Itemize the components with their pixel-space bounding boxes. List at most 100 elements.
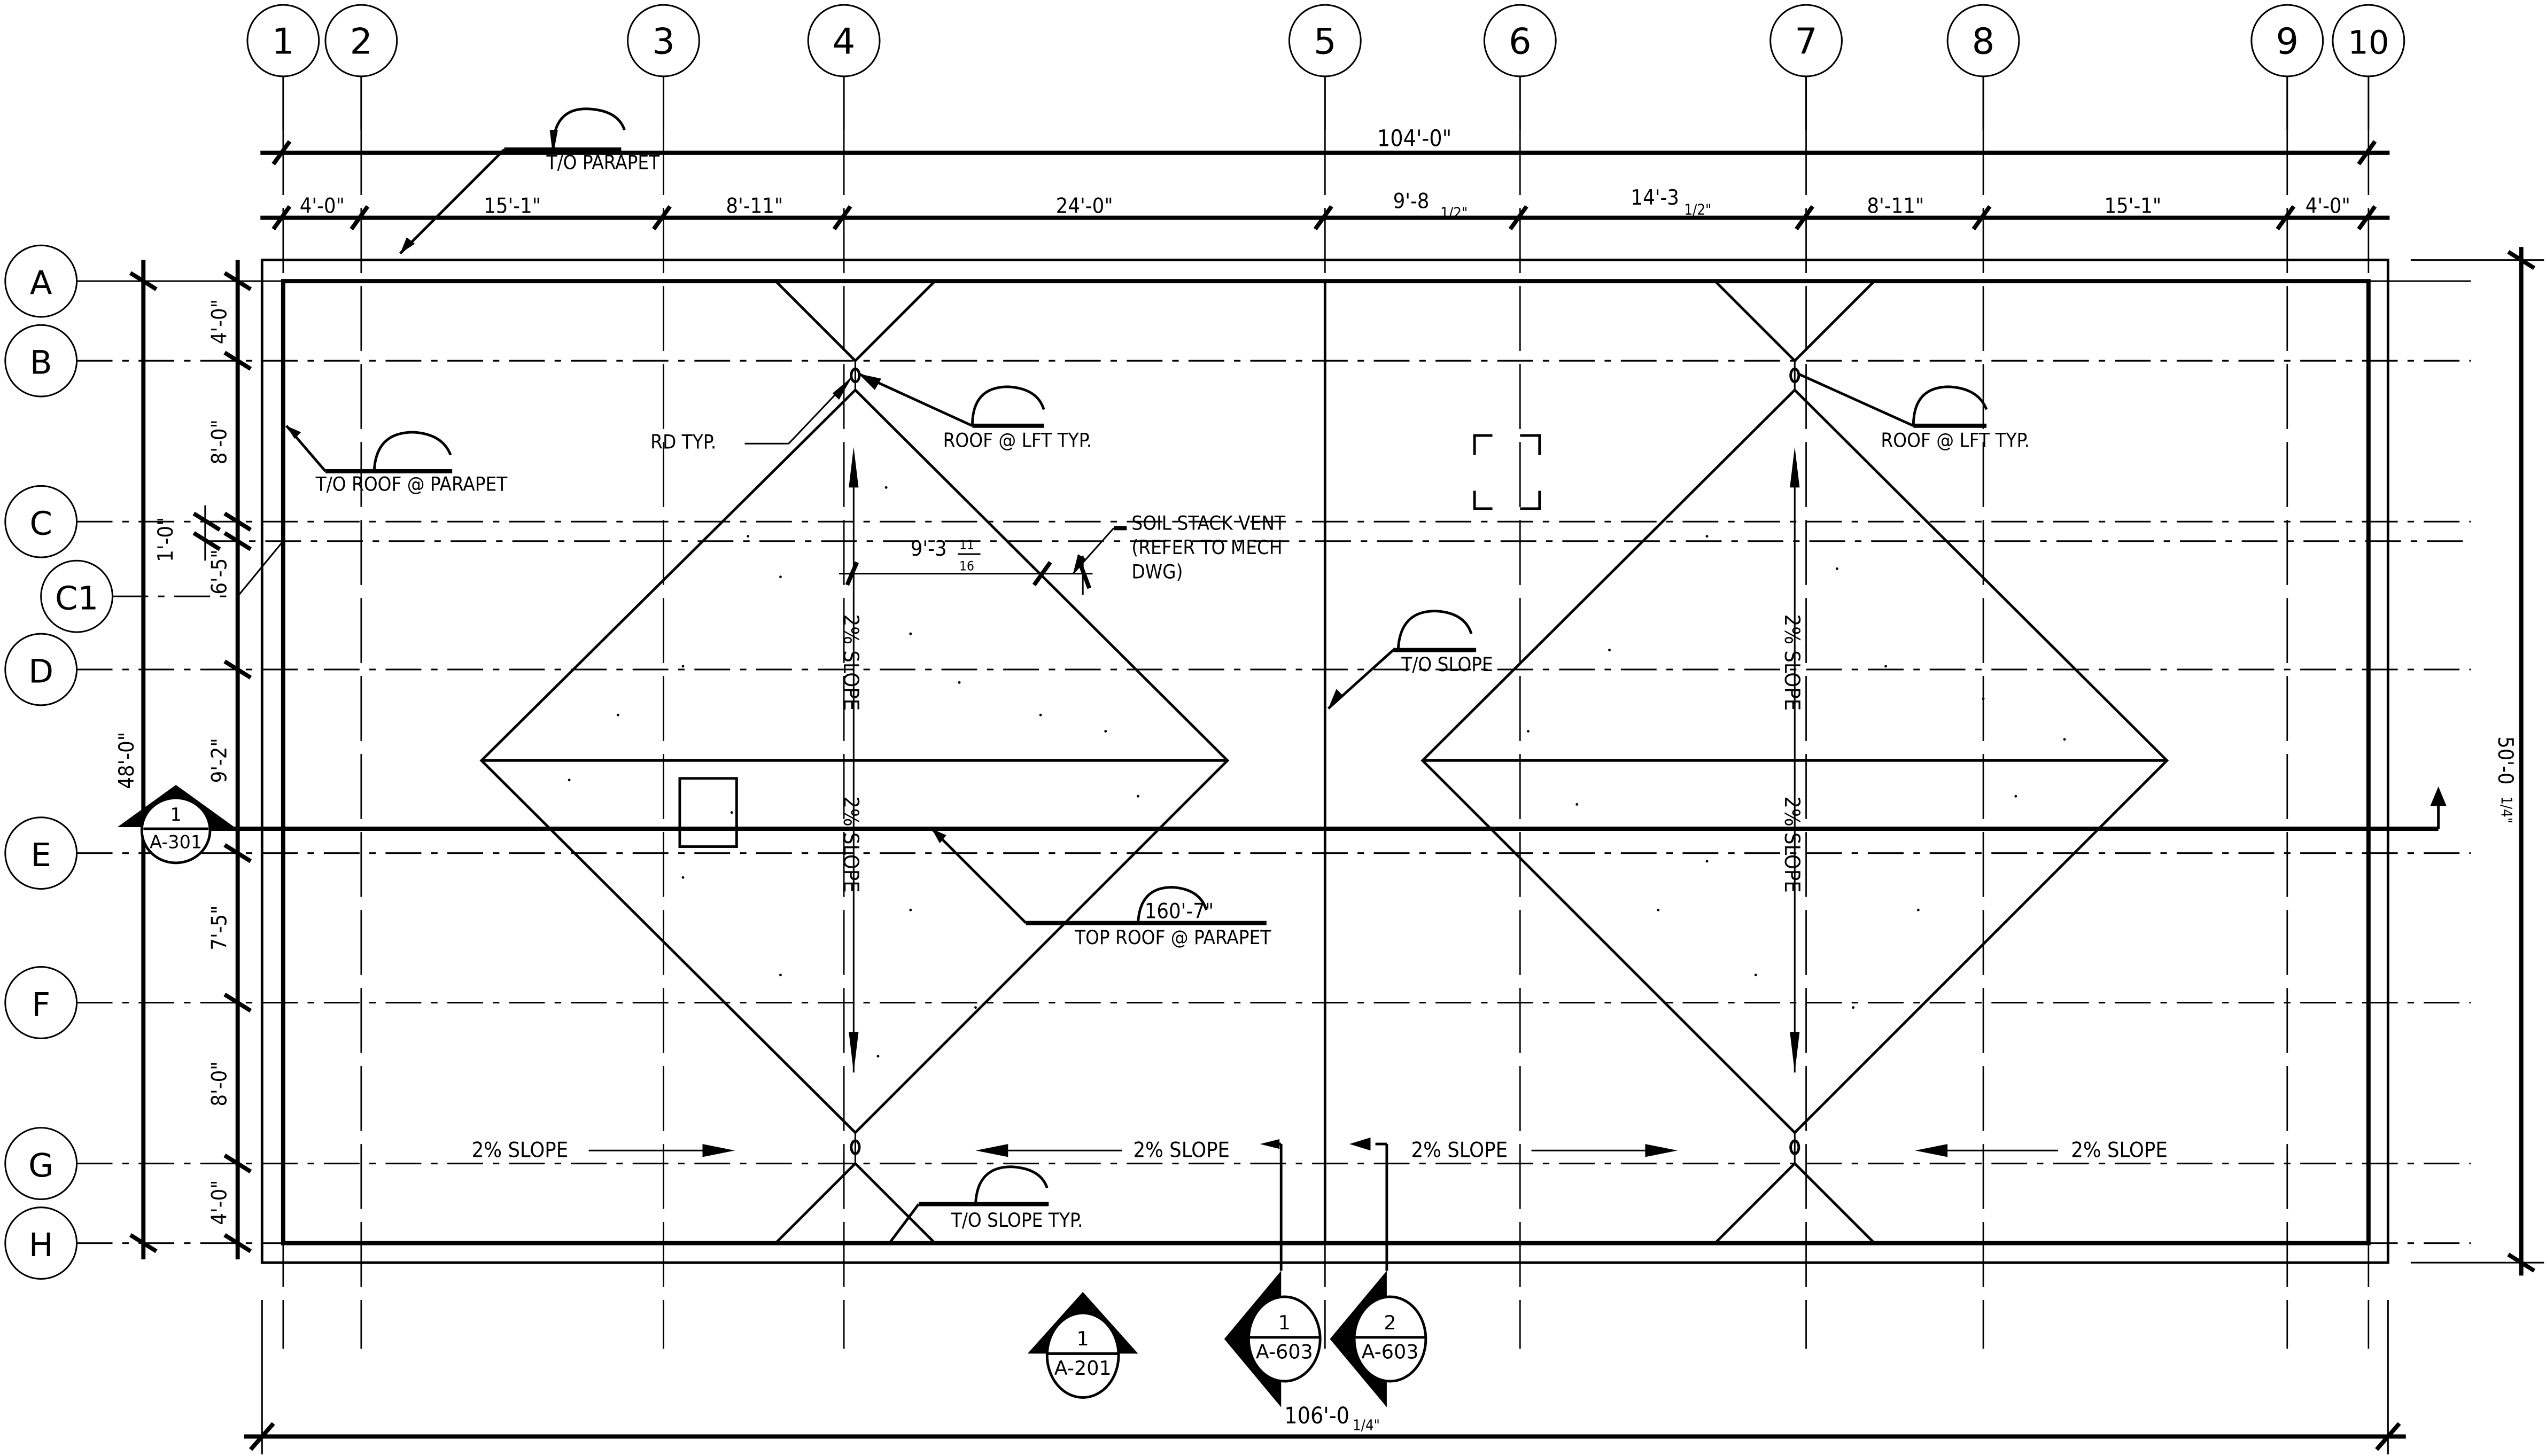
grid-label: 3 xyxy=(652,20,675,62)
roof-hatch-outline xyxy=(1473,434,1541,510)
elevation-tag-roof-lft-left[interactable]: ROOF @ LFT TYP. xyxy=(858,372,1092,451)
annotation-text: (REFER TO MECH xyxy=(1131,536,1282,559)
annotation-text: T/O SLOPE TYP. xyxy=(951,1209,1083,1232)
grid-column-3[interactable]: 3 xyxy=(627,4,700,1349)
elevation-tag-top-roof-parapet[interactable]: 160'-7" TOP ROOF @ PARAPET xyxy=(930,828,1271,949)
arrow-right-icon xyxy=(1645,1144,1678,1157)
grid-label: 9 xyxy=(2276,20,2299,62)
roof-outline xyxy=(260,259,2389,1264)
arrow-up-icon xyxy=(2430,786,2447,806)
dim-segment: 15'-1" xyxy=(484,193,541,218)
grid-row-d[interactable]: D xyxy=(4,633,2471,706)
dim-fraction: 11 xyxy=(959,537,974,552)
grid-label: 4 xyxy=(833,20,856,62)
grid-column-6[interactable]: 6 xyxy=(1483,4,1557,1349)
elevation-tag-to-roof-parapet[interactable]: T/O ROOF @ PARAPET xyxy=(285,425,508,496)
arrow-left-icon xyxy=(975,1144,1008,1157)
grid-label: 6 xyxy=(1509,20,1532,62)
vent-dimension: 9'-3 xyxy=(911,536,947,561)
grid-label: H xyxy=(29,1227,53,1264)
grid-label: 2 xyxy=(350,20,373,62)
dim-segment: 24'-0" xyxy=(1056,193,1113,218)
grid-row-f[interactable]: F xyxy=(4,966,2471,1039)
dim-fraction: 1/2" xyxy=(1440,205,1468,222)
slope-label: 2% SLOPE xyxy=(472,1138,569,1162)
slope-label: 2% SLOPE xyxy=(1780,614,1804,711)
dim-fraction: 1/2" xyxy=(1684,201,1711,218)
overall-depth-right-dimension: 50'-0 xyxy=(2493,736,2518,784)
grid-label: 1 xyxy=(272,20,295,62)
slope-arrows-vertical: 2% SLOPE 2% SLOPE 2% SLOPE 2% SLOPE xyxy=(839,447,1804,1073)
arrow-left-icon xyxy=(1915,1144,1948,1157)
section-number: 1 xyxy=(170,804,181,825)
dim-segment: 7'-5" xyxy=(207,905,231,950)
grid-row-c[interactable]: C xyxy=(4,485,2471,558)
bottom-dimension: 106'-0 1/4" xyxy=(244,1300,2406,1454)
dim-segment: 15'-1" xyxy=(2104,193,2161,218)
dim-segment: 4'-0" xyxy=(207,299,231,344)
arrow-down-icon xyxy=(849,1032,859,1073)
grid-column-4[interactable]: 4 xyxy=(807,4,881,1349)
grid-row-e[interactable]: E xyxy=(4,816,2471,890)
dim-fraction: 1/4" xyxy=(1353,1417,1380,1434)
grid-label: C xyxy=(29,505,52,543)
section-number: 2 xyxy=(1384,1311,1396,1334)
slope-label: 2% SLOPE xyxy=(2071,1138,2168,1162)
arrow-right-icon xyxy=(702,1144,735,1157)
section-mark-a301[interactable]: 1 A-301 xyxy=(117,784,235,865)
section-sheet: A-201 xyxy=(1054,1357,1112,1380)
annotation-text: RD TYP. xyxy=(650,430,716,453)
elevation-tag-roof-lft-right[interactable]: ROOF @ LFT TYP. xyxy=(1797,372,2030,451)
annotation-text: T/O PARAPET xyxy=(546,151,661,174)
slope-arrows-horizontal: 2% SLOPE 2% SLOPE 2% SLOPE 2% SLOPE xyxy=(472,1138,2168,1162)
section-number: 1 xyxy=(1278,1311,1291,1334)
dim-fraction: 16 xyxy=(959,558,974,573)
grid-label: 5 xyxy=(1314,20,1337,62)
dim-segment: 8'-11" xyxy=(1867,193,1924,218)
grid-label: C1 xyxy=(55,580,98,617)
section-sheet: A-603 xyxy=(1361,1341,1418,1364)
annotation-text: T/O ROOF @ PARAPET xyxy=(315,472,508,495)
grid-label: 10 xyxy=(2348,24,2389,61)
grid-row-c1[interactable]: C1 xyxy=(40,540,284,633)
arrow-up-icon xyxy=(849,447,859,488)
section-sheet: A-301 xyxy=(150,832,202,853)
grid-column-8[interactable]: 8 xyxy=(1946,4,2020,1349)
roof-equipment-box xyxy=(678,777,738,848)
overall-width-dimension: 104'-0" xyxy=(1377,126,1451,152)
section-mark-a201[interactable]: 1 A-201 xyxy=(1027,1291,1138,1399)
cricket-stipple-pattern xyxy=(568,486,2066,1058)
elevation-tag-to-slope[interactable]: T/O SLOPE xyxy=(1327,610,1493,710)
building-section-line xyxy=(143,786,2447,831)
grid-row-b[interactable]: B xyxy=(4,324,2471,398)
dim-segment: 4'-0" xyxy=(300,193,345,218)
grid-label: G xyxy=(28,1147,53,1185)
section-mark-a603-1[interactable]: 1 A-603 xyxy=(1224,1139,1322,1407)
soil-stack-vent-callout[interactable]: SOIL STACK VENT (REFER TO MECH DWG) 9'-3… xyxy=(839,511,1286,595)
dim-segment: 9'-2" xyxy=(207,738,231,783)
grid-column-7[interactable]: 7 xyxy=(1769,4,1843,1349)
section-mark-a603-2[interactable]: 2 A-603 xyxy=(1330,1137,1427,1407)
parapet-outer-edge xyxy=(260,259,2389,1264)
grid-column-2[interactable]: 2 xyxy=(324,4,398,1349)
grid-column-9[interactable]: 9 xyxy=(2250,4,2324,1349)
grid-row-g[interactable]: G xyxy=(4,1127,2471,1200)
slope-label: 2% SLOPE xyxy=(839,614,863,711)
roof-drain-callout[interactable]: RD TYP. xyxy=(650,376,853,454)
slope-label: 2% SLOPE xyxy=(1780,796,1804,893)
arrow-up-icon xyxy=(1790,447,1800,488)
dim-segment: 4'-0" xyxy=(2306,193,2350,218)
elevation-tag-to-slope-typ[interactable]: T/O SLOPE TYP. xyxy=(888,1165,1083,1244)
section-number: 1 xyxy=(1077,1327,1089,1350)
dim-segment: 8'-11" xyxy=(726,193,783,218)
grid-label: B xyxy=(30,344,52,381)
annotation-text: SOIL STACK VENT xyxy=(1131,511,1286,534)
top-dimensions: 104'-0" 4'-0" 15'-1" 8'-11" 24'-0" 9'-8 … xyxy=(260,126,2390,231)
arrow-down-icon xyxy=(1790,1032,1800,1073)
annotations: T/O PARAPET T/O ROOF @ PARAPET RD TYP. R… xyxy=(285,107,2030,1244)
elevation-tag-to-parapet[interactable]: T/O PARAPET xyxy=(399,107,661,255)
annotation-text: ROOF @ LFT TYP. xyxy=(943,429,1092,451)
slope-label: 2% SLOPE xyxy=(1411,1138,1508,1162)
grid-label: 7 xyxy=(1795,20,1818,62)
